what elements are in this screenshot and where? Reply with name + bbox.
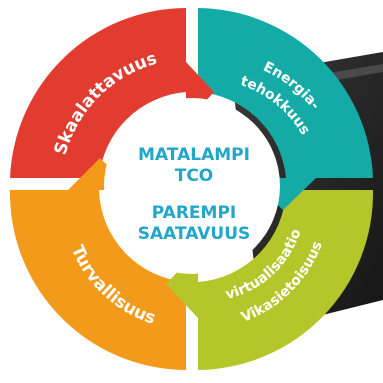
center-disc bbox=[104, 98, 280, 274]
center-line-3: PAREMPI bbox=[152, 203, 236, 223]
segment-fault-tolerance bbox=[198, 190, 374, 370]
segment-energy-efficiency bbox=[198, 8, 373, 178]
segment-scalability bbox=[10, 8, 186, 178]
center-line-4: SAATAVUUS bbox=[138, 224, 251, 244]
center-line-2: TCO bbox=[175, 166, 214, 186]
center-line-1: MATALAMPI bbox=[138, 145, 250, 165]
segment-security bbox=[9, 190, 186, 370]
